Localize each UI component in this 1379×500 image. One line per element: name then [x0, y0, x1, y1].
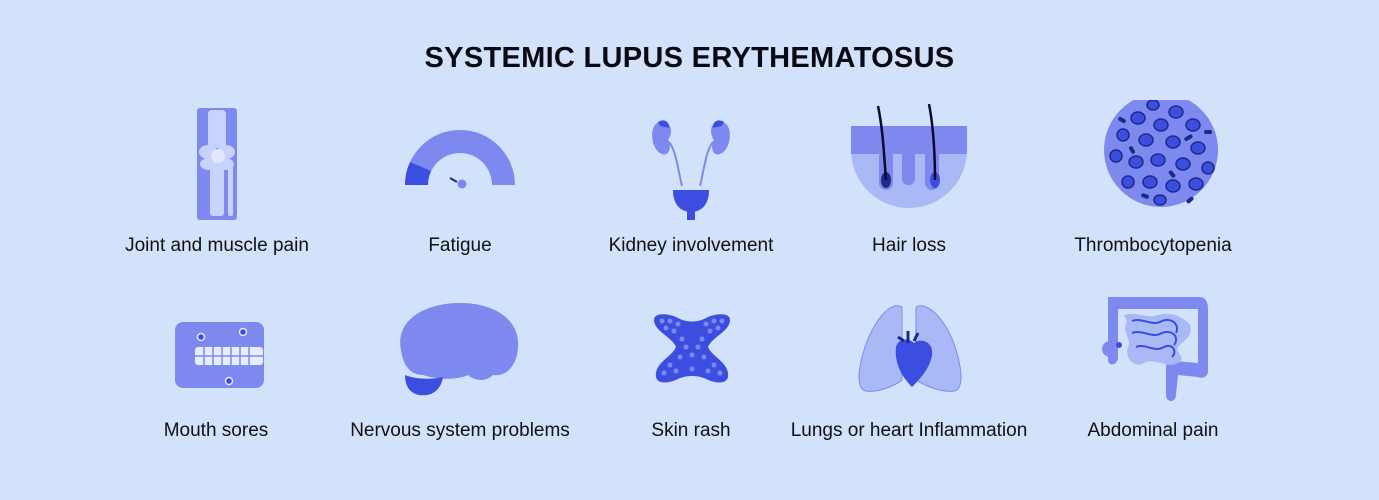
symptom-label: Kidney involvement: [608, 235, 774, 256]
symptom-label: Nervous system problems: [350, 420, 570, 441]
symptom-abdominal-pain: Abdominal pain: [1028, 285, 1278, 445]
symptom-mouth-sores: Mouth sores: [91, 285, 341, 445]
symptom-label: Abdominal pain: [1087, 420, 1219, 441]
blood-cells-icon: [1104, 100, 1218, 207]
symptom-joint-pain: Joint and muscle pain: [92, 100, 342, 265]
symptom-nervous-system: Nervous system problems: [335, 285, 585, 445]
hair-follicle-icon: [851, 103, 967, 208]
skin-rash-icon: [654, 314, 730, 383]
symptom-label: Fatigue: [428, 235, 492, 256]
symptom-label: Mouth sores: [163, 420, 269, 441]
symptom-label: Lungs or heart Inflammation: [790, 420, 1028, 441]
intestines-icon: [1102, 297, 1208, 401]
page-title: SYSTEMIC LUPUS ERYTHEMATOSUS: [424, 42, 955, 74]
symptom-label: Skin rash: [651, 420, 731, 441]
symptom-lungs-heart: Lungs or heart Inflammation: [784, 285, 1034, 445]
symptom-kidney: Kidney involvement: [566, 100, 816, 265]
symptom-label: Hair loss: [872, 235, 946, 256]
symptom-label: Joint and muscle pain: [125, 235, 309, 256]
lungs-heart-icon: [858, 305, 962, 392]
symptom-skin-rash: Skin rash: [566, 285, 816, 445]
symptom-fatigue: Fatigue: [335, 100, 585, 265]
symptom-label: Thrombocytopenia: [1074, 235, 1232, 256]
knee-joint-icon: [197, 108, 237, 220]
fatigue-gauge-icon: [404, 130, 515, 189]
kidney-icon: [652, 120, 730, 220]
symptom-hair-loss: Hair loss: [784, 100, 1034, 265]
mouth-icon: [175, 322, 264, 388]
brain-icon: [400, 303, 519, 396]
symptom-thrombocytopenia: Thrombocytopenia: [1028, 100, 1278, 265]
